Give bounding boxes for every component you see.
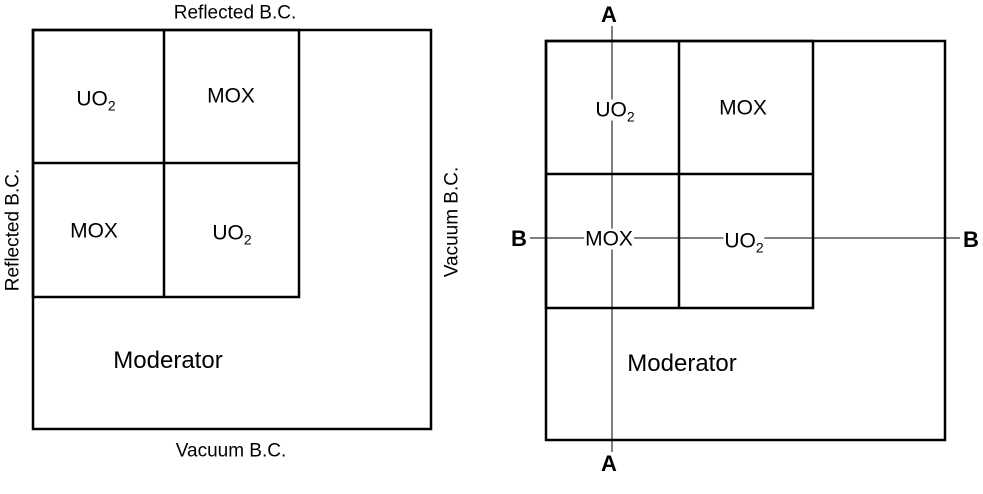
left-cell-top-left: UO2 [76, 87, 116, 114]
cut-a-bottom-label: A [601, 451, 617, 476]
left-cell-top-right: MOX [207, 84, 255, 108]
right-diagram [544, 39, 947, 442]
left-diagram [31, 28, 433, 431]
left-right-boundary-label: Vacuum B.C. [441, 166, 463, 278]
cut-b-right-label: B [963, 227, 979, 252]
cut-b-left-label: B [511, 226, 527, 251]
cut-a-top-label: A [601, 2, 617, 27]
right-moderator-label: Moderator [627, 350, 737, 377]
left-cell-bottom-left: MOX [70, 219, 118, 243]
right-cell-top-right: MOX [719, 96, 767, 120]
left-left-boundary-label: Reflected B.C. [2, 168, 24, 292]
right-cell-bottom-right: UO2 [723, 229, 765, 256]
left-bottom-boundary-label: Vacuum B.C. [175, 440, 287, 462]
right-cell-top-left: UO2 [594, 98, 636, 125]
left-top-boundary-label: Reflected B.C. [173, 2, 297, 24]
left-moderator-label: Moderator [113, 347, 223, 374]
right-cell-bottom-left: MOX [584, 227, 634, 251]
left-cell-bottom-right: UO2 [212, 221, 252, 248]
